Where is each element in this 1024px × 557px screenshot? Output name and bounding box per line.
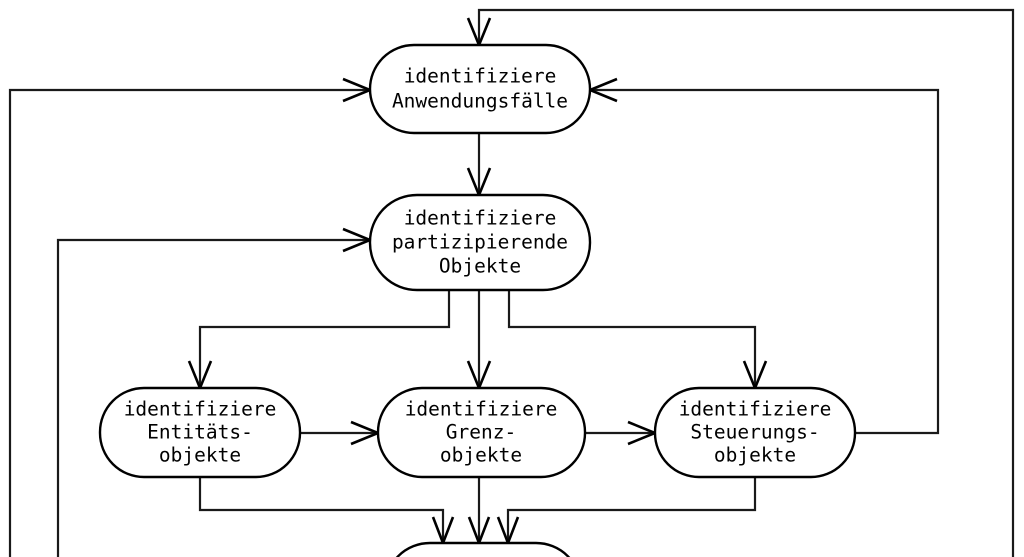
node-boundary-objects-label-line-3: objekte <box>440 444 522 467</box>
node-participating-objects-label-line-3: Objekte <box>439 255 521 278</box>
edge-participating-to-entity <box>198 290 451 388</box>
node-entity-objects-label-line-2: Entitäts- <box>147 421 253 444</box>
node-use-cases-label-line-2: Anwendungsfälle <box>392 90 568 113</box>
node-control-objects-shape <box>653 386 857 479</box>
edge-control-feedback-to-use-cases <box>590 88 940 435</box>
node-boundary-objects-label-line-2: Grenz- <box>446 421 516 444</box>
edge-participating-to-control <box>507 290 757 388</box>
node-entity-objects-label-line-1: identifiziere <box>124 398 277 421</box>
edge-control-to-bottom-node <box>506 477 757 543</box>
node-participating-objects-label-line-1: identifiziere <box>404 207 557 230</box>
node-use-cases[interactable]: identifiziere Anwendungsfälle <box>368 43 592 135</box>
node-control-objects-label-line-1: identifiziere <box>679 398 832 421</box>
node-bottom-node-partial-shape <box>395 541 571 557</box>
node-entity-objects-shape <box>98 386 302 479</box>
edge-inner-left-feedback-to-participating <box>56 238 370 557</box>
node-participating-objects-shape <box>368 193 592 292</box>
node-entity-objects-label-line-3: objekte <box>159 444 241 467</box>
node-control-objects[interactable]: identifiziere Steuerungs- objekte <box>653 386 857 479</box>
edges-layer <box>8 8 1015 557</box>
node-boundary-objects[interactable]: identifiziere Grenz- objekte <box>376 386 587 479</box>
node-entity-objects[interactable]: identifiziere Entitäts- objekte <box>98 386 302 479</box>
edge-outer-right-feedback-to-use-cases-top <box>477 8 1015 557</box>
node-participating-objects-label-line-2: partizipierende <box>392 231 568 254</box>
node-control-objects-label-line-3: objekte <box>714 444 796 467</box>
nodes-layer: identifiziere Anwendungsfälle identifizi… <box>98 43 857 557</box>
node-control-objects-label-line-2: Steuerungs- <box>690 421 819 444</box>
node-participating-objects[interactable]: identifiziere partizipierende Objekte <box>368 193 592 292</box>
node-boundary-objects-label-line-1: identifiziere <box>405 398 558 421</box>
node-boundary-objects-shape <box>376 386 587 479</box>
node-use-cases-label-line-1: identifiziere <box>404 65 557 88</box>
edge-outer-left-feedback-to-use-cases <box>8 88 370 557</box>
node-bottom-node-partial[interactable] <box>385 541 581 557</box>
edge-entity-to-bottom-node <box>198 477 445 543</box>
node-use-cases-shape <box>368 43 592 135</box>
